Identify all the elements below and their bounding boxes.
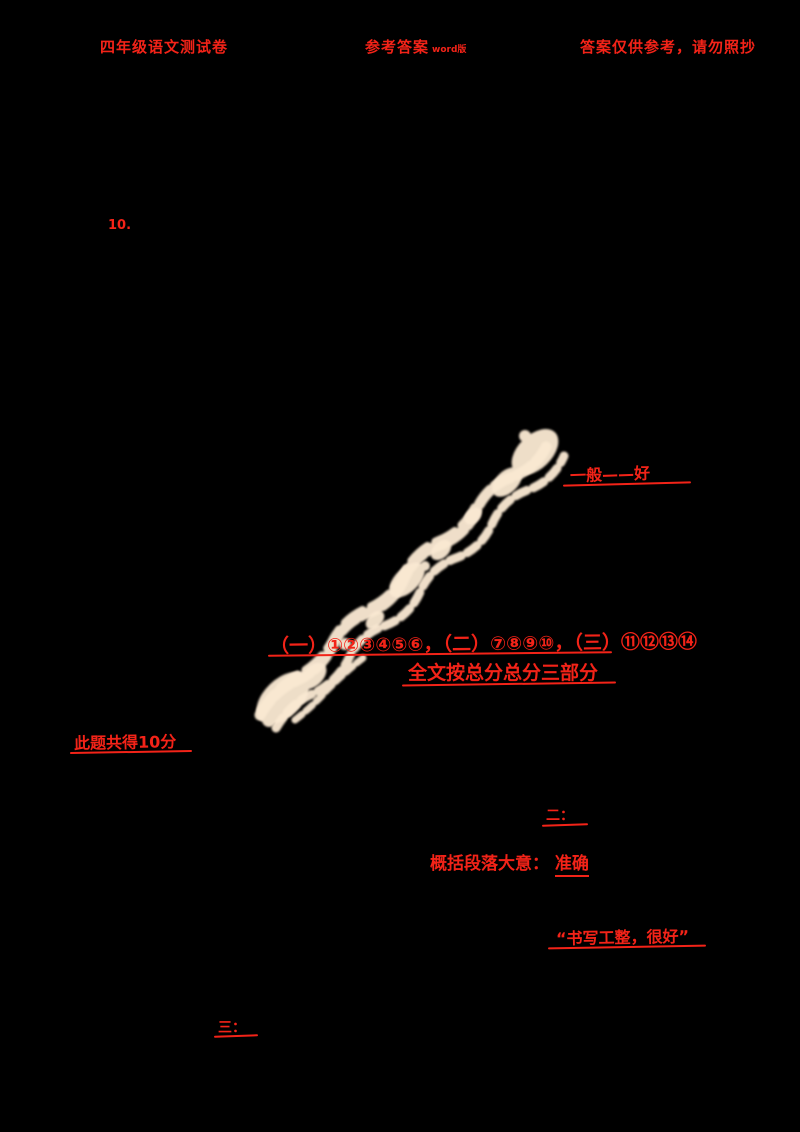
underline-stroke — [213, 1034, 259, 1038]
header-left-title: 四年级语文测试卷 — [100, 38, 229, 56]
question-number-annotation: 10. — [108, 218, 132, 233]
header-center-main: 参考答案 — [365, 38, 430, 56]
underline-stroke — [541, 823, 589, 827]
handwritten-scribble-band — [235, 390, 595, 750]
summary-answer: 准确 — [554, 854, 589, 877]
summary-note-annotation: 概括段落大意： 准确 — [430, 849, 589, 877]
mark-three-annotation: 三： — [218, 1020, 246, 1036]
header-right-note: 答案仅供参考，请勿照抄 — [580, 38, 757, 56]
section-division-line2: 全文按总分总分三部分 — [408, 662, 599, 684]
mark-two-annotation: 二： — [546, 808, 574, 824]
summary-label: 概括段落大意： — [430, 854, 549, 874]
handwriting-scribble-icon — [254, 429, 569, 733]
header-center-sub: word版 — [432, 45, 467, 55]
